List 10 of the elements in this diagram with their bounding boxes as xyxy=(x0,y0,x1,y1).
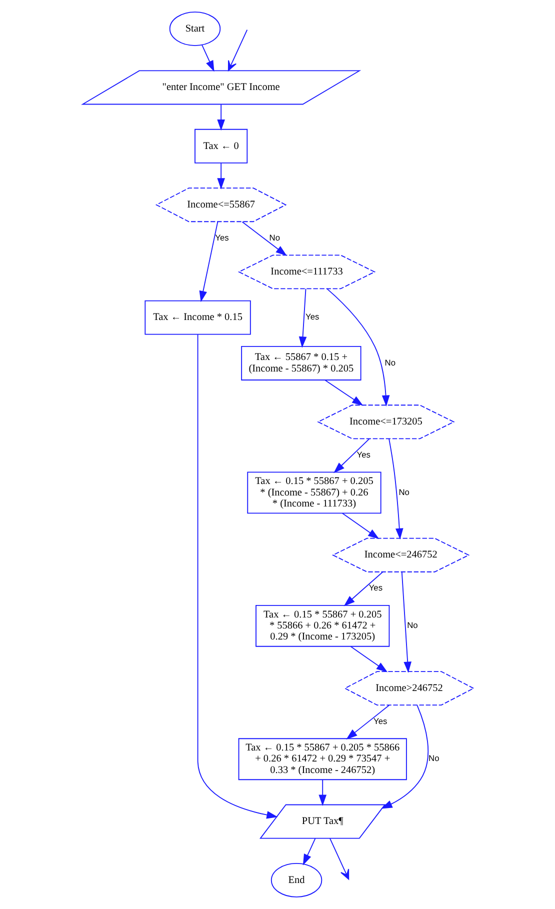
edge-label: No xyxy=(398,486,409,497)
edge-label: No xyxy=(428,753,439,764)
edge-label: Yes xyxy=(373,716,387,726)
edge-label: Yes xyxy=(356,449,370,460)
edge-label: Yes xyxy=(368,582,382,593)
edge-label: No xyxy=(406,620,418,630)
edge-label: Yes xyxy=(305,312,319,322)
edge-label: No xyxy=(384,357,396,368)
edge-label: No xyxy=(268,232,280,242)
edge-label: Yes xyxy=(214,232,228,242)
